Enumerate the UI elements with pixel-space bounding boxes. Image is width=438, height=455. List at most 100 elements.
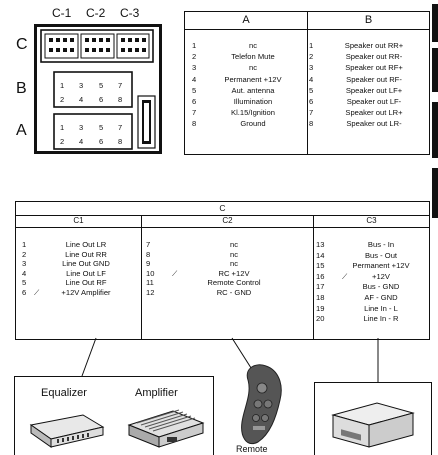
pin-function: Speaker out LR+ (345, 108, 403, 118)
pin-a-4: 4 (79, 137, 84, 146)
pin-b-2: 2 (60, 95, 65, 104)
pin-number: 15 (316, 261, 325, 271)
pin-function: Line Out RR (65, 249, 107, 259)
pin-function: Speaker out LF- (346, 97, 402, 106)
pin-function: Kl.15/Ignition (231, 108, 275, 118)
pin-function: Bus - GND (362, 282, 400, 292)
pin-number: 1 (309, 41, 314, 50)
pin-number: 16 (316, 271, 325, 281)
row-label-a: A (16, 122, 27, 139)
pin-a-6: 6 (99, 137, 104, 146)
pin-function: +12V Amplifier (61, 288, 111, 297)
pin-function: nc (229, 249, 239, 259)
col-label-c1: C-1 (52, 6, 72, 20)
pin-function: nc (248, 63, 258, 73)
row-label-b: B (16, 80, 27, 97)
pin-function: +12V (372, 271, 390, 281)
amplifier-label: Amplifier (135, 387, 178, 399)
pin-function: nc (229, 259, 239, 269)
pin-number: 11 (146, 278, 154, 288)
pin-function: Illumination (233, 97, 273, 106)
pin-number: 5 (309, 85, 314, 95)
pin-function: Speaker out LR- (346, 119, 402, 129)
column-divider (313, 215, 314, 339)
pin-function: Line Out LR (65, 240, 107, 249)
cd-changer-box (314, 382, 432, 455)
pin-function: Bus - In (367, 240, 395, 249)
switch-icon: ⟋ (342, 271, 348, 281)
pin-function: Line In - L (364, 303, 398, 313)
pin-function: nc (248, 41, 258, 50)
pin-number: 4 (22, 268, 27, 278)
pin-number: 2 (22, 249, 27, 259)
cd-changer-icon (331, 402, 415, 448)
pin-function: Speaker out RF+ (345, 63, 403, 73)
header-c2: C2 (142, 215, 313, 228)
column-divider (141, 215, 142, 339)
pin-function: Speaker out RR- (345, 52, 403, 62)
pin-b-6: 6 (99, 95, 104, 104)
equalizer-icon (29, 414, 105, 448)
pin-number: 7 (309, 108, 314, 118)
pin-b-7: 7 (118, 81, 123, 90)
side-tab (432, 4, 438, 42)
pin-function: Speaker out LF+ (345, 85, 403, 95)
pin-number: 7 (146, 240, 151, 249)
connector-housing (34, 24, 162, 154)
switch-icon: ⟋ (172, 268, 178, 278)
pin-number: 3 (309, 63, 314, 73)
pin-number: 4 (192, 74, 197, 84)
pin-function: RC +12V (218, 268, 250, 278)
pin-a-8: 8 (118, 137, 123, 146)
accessory-box: Equalizer Amplifier (14, 376, 214, 455)
table-c-title: C (16, 202, 429, 216)
pin-function: Aut. antenna (231, 85, 275, 95)
pin-function: Bus - Out (364, 250, 398, 260)
pin-number: 1 (22, 240, 27, 249)
header-c1: C1 (16, 215, 141, 228)
pin-number: 1 (192, 41, 197, 50)
pin-a-5: 5 (99, 123, 104, 132)
pin-number: 5 (22, 278, 27, 288)
pin-number: 18 (316, 293, 325, 302)
col-label-c3: C-3 (120, 6, 140, 20)
pin-b-1: 1 (60, 81, 65, 90)
pin-a-1: 1 (60, 123, 65, 132)
pin-number: 7 (192, 108, 197, 118)
pin-number: 5 (192, 85, 197, 95)
row-label-c: C (16, 36, 28, 53)
pin-function: Line Out GND (62, 259, 110, 269)
pin-a-7: 7 (118, 123, 123, 132)
pin-b-5: 5 (99, 81, 104, 90)
remote-control-icon (241, 364, 282, 444)
pin-function: Remote Control (207, 278, 261, 288)
pin-number: 9 (146, 259, 151, 269)
pin-function: Speaker out RF- (346, 74, 402, 84)
pin-number: 2 (309, 52, 314, 62)
pin-function: nc (229, 240, 239, 249)
pin-number: 4 (309, 74, 314, 84)
header-b: B (308, 12, 429, 30)
side-tab (432, 168, 438, 218)
side-tab (432, 102, 438, 158)
pin-number: 2 (192, 52, 197, 62)
side-tab (432, 48, 438, 92)
pin-function: Permanent +12V (352, 261, 410, 271)
column-divider (307, 12, 308, 154)
pin-b-3: 3 (79, 81, 84, 90)
pin-function: Ground (240, 119, 266, 129)
pin-function: Speaker out RR+ (344, 41, 404, 50)
header-c3: C3 (314, 215, 429, 228)
col-label-c2: C-2 (86, 6, 106, 20)
pin-number: 6 (309, 97, 314, 106)
pin-number: 6 (22, 288, 27, 297)
pin-function: AF - GND (364, 293, 398, 302)
pin-number: 3 (192, 63, 197, 73)
amplifier-icon (127, 409, 205, 448)
pin-number: 20 (316, 314, 325, 324)
pin-function: Permanent +12V (224, 74, 282, 84)
pin-b-4: 4 (79, 95, 84, 104)
equalizer-label: Equalizer (41, 387, 87, 399)
